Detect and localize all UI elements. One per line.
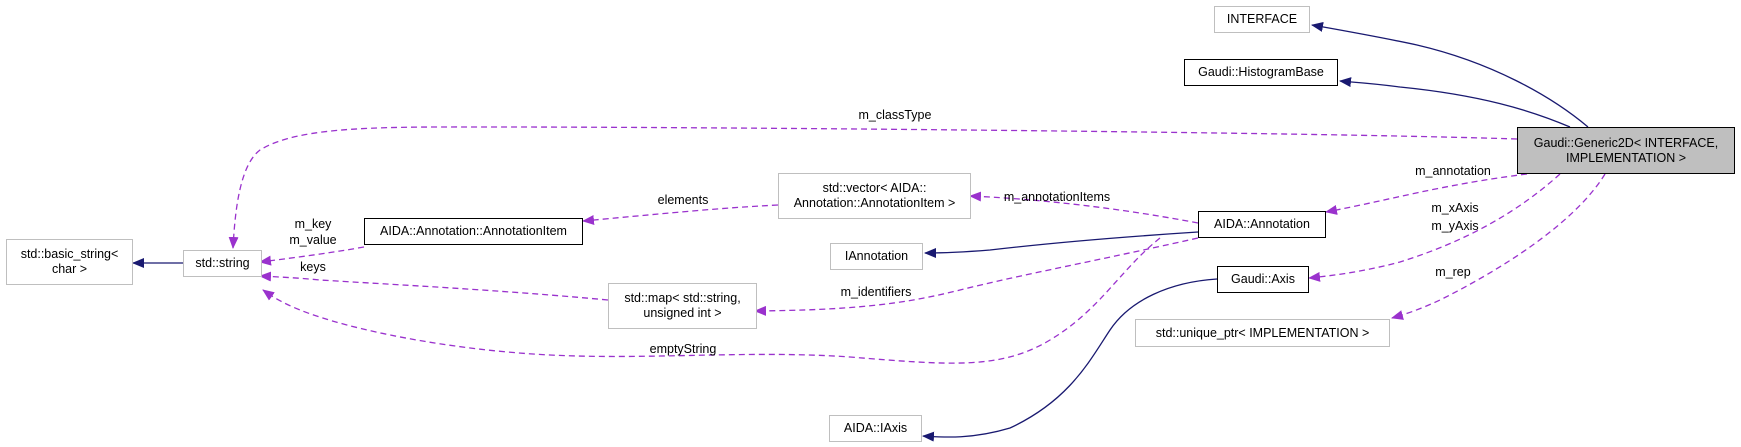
node-aida-annotation[interactable]: AIDA::Annotation <box>1198 211 1326 238</box>
node-basic-string-line1: std::basic_string< <box>20 247 119 261</box>
edge-label-elements: elements <box>658 193 709 207</box>
node-generic2d[interactable]: Gaudi::Generic2D< INTERFACE, IMPLEMENTAT… <box>1517 127 1735 174</box>
node-map[interactable]: std::map< std::string, unsigned int > <box>608 283 757 329</box>
edge-label-m-yAxis: m_yAxis <box>1431 219 1478 233</box>
node-histogram-base-label: Gaudi::HistogramBase <box>1198 65 1324 79</box>
edge-label-m-key: m_key <box>295 217 333 231</box>
edge-label-m-classType: m_classType <box>859 108 932 122</box>
node-aida-iaxis[interactable]: AIDA::IAxis <box>829 415 922 442</box>
node-interface[interactable]: INTERFACE <box>1214 6 1310 33</box>
edge-axis-to-iaxis <box>922 278 1218 442</box>
edge-m-xAxis-m-yAxis <box>1308 173 1561 282</box>
edge-generic2d-to-interface <box>1311 22 1589 128</box>
node-histogram-base[interactable]: Gaudi::HistogramBase <box>1184 59 1338 86</box>
edge-label-emptyString: emptyString <box>650 342 717 356</box>
node-vector[interactable]: std::vector< AIDA:: Annotation::Annotati… <box>778 173 971 219</box>
edge-m-identifiers <box>754 237 1199 316</box>
node-vector-line1: std::vector< AIDA:: <box>822 181 927 195</box>
node-vector-line2: Annotation::AnnotationItem > <box>793 196 956 210</box>
node-gaudi-axis[interactable]: Gaudi::Axis <box>1217 266 1309 293</box>
edge-label-m-value: m_value <box>289 233 336 247</box>
node-generic2d-line1: Gaudi::Generic2D< INTERFACE, <box>1533 135 1719 150</box>
edge-annotation-to-iannotation <box>924 231 1199 258</box>
edge-label-m-xAxis: m_xAxis <box>1431 201 1478 215</box>
node-map-line1: std::map< std::string, <box>624 291 741 305</box>
edge-generic2d-to-histogrambase <box>1339 77 1571 128</box>
node-std-string-label: std::string <box>195 256 250 270</box>
node-generic2d-line2: IMPLEMENTATION > <box>1565 150 1687 165</box>
node-annotation-item-label: AIDA::Annotation::AnnotationItem <box>380 224 567 238</box>
node-iannotation-label: IAnnotation <box>844 249 909 263</box>
node-unique-ptr[interactable]: std::unique_ptr< IMPLEMENTATION > <box>1135 319 1390 347</box>
node-unique-ptr-label: std::unique_ptr< IMPLEMENTATION > <box>1155 325 1370 340</box>
edge-label-m-annotation: m_annotation <box>1415 164 1491 178</box>
edge-m-key-m-value <box>259 246 365 266</box>
edge-elements <box>582 204 779 225</box>
edge-m-annotationItems <box>969 191 1199 224</box>
edge-m-rep <box>1391 173 1606 320</box>
edge-label-keys: keys <box>300 260 326 274</box>
edge-label-m-annotationItems: m_annotationItems <box>1004 190 1110 204</box>
node-gaudi-axis-label: Gaudi::Axis <box>1231 272 1295 286</box>
node-basic-string-line2: char > <box>51 262 88 276</box>
node-iannotation[interactable]: IAnnotation <box>830 243 923 270</box>
node-basic-string[interactable]: std::basic_string< char > <box>6 239 133 285</box>
edge-emptyString <box>262 237 1161 364</box>
node-std-string[interactable]: std::string <box>183 250 262 277</box>
edge-label-m-identifiers: m_identifiers <box>841 285 912 299</box>
node-map-line2: unsigned int > <box>643 306 722 320</box>
node-aida-annotation-label: AIDA::Annotation <box>1214 217 1310 231</box>
edge-label-m-rep: m_rep <box>1435 265 1470 279</box>
node-annotation-item[interactable]: AIDA::Annotation::AnnotationItem <box>364 218 583 245</box>
node-interface-label: INTERFACE <box>1226 12 1298 26</box>
edge-m-annotation <box>1325 173 1528 215</box>
node-aida-iaxis-label: AIDA::IAxis <box>843 421 908 435</box>
edge-keys <box>259 271 609 301</box>
